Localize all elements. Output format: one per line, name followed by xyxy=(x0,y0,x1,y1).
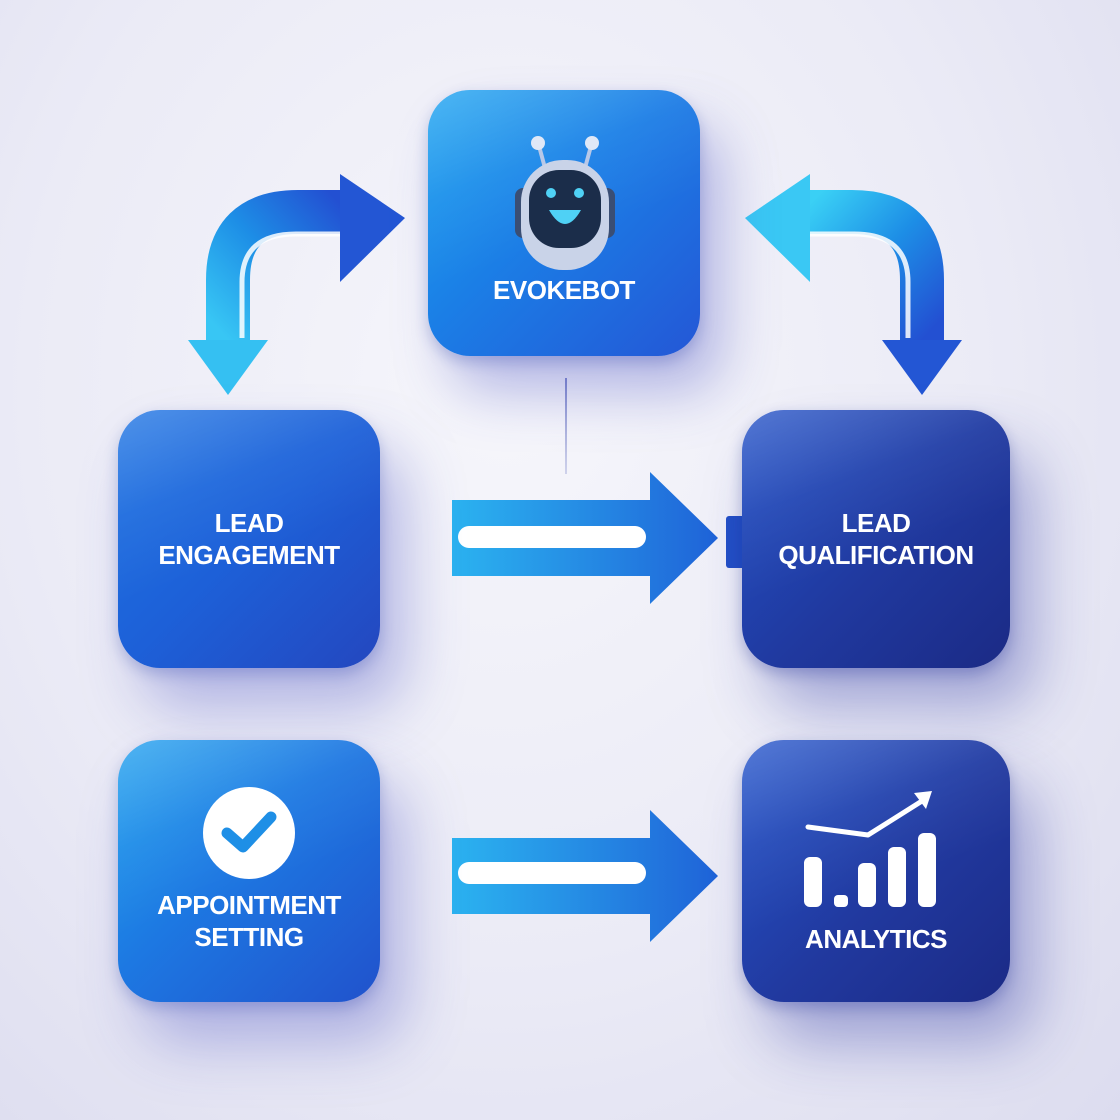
analytics-node[interactable]: ANALYTICS xyxy=(742,740,1010,1002)
straight-arrow-engagement-to-qualification xyxy=(452,472,718,604)
appointment-setting-node[interactable]: APPOINTMENT SETTING xyxy=(118,740,380,1002)
lead-qualification-label-line2: QUALIFICATION xyxy=(778,540,974,570)
appointment-setting-label-line2: SETTING xyxy=(194,922,304,952)
bot-connector-line xyxy=(565,378,567,474)
straight-arrow-appointment-to-analytics xyxy=(452,810,718,942)
curved-arrow-right xyxy=(745,174,962,395)
robot-icon xyxy=(515,136,615,270)
evokebot-node[interactable]: EVOKEBOT xyxy=(428,90,700,356)
bar-chart-trend-icon xyxy=(804,791,936,907)
lead-engagement-node[interactable]: LEAD ENGAGEMENT xyxy=(118,410,380,668)
lead-qualification-label-line1: LEAD xyxy=(841,508,911,538)
qualification-connector-tab xyxy=(726,516,746,568)
evokebot-label: EVOKEBOT xyxy=(493,275,635,305)
appointment-setting-label-line1: APPOINTMENT xyxy=(157,890,341,920)
lead-engagement-label-line2: ENGAGEMENT xyxy=(158,540,340,570)
lead-engagement-label-line1: LEAD xyxy=(214,508,284,538)
curved-arrow-left xyxy=(188,174,405,395)
lead-qualification-node[interactable]: LEAD QUALIFICATION xyxy=(742,410,1010,668)
analytics-label: ANALYTICS xyxy=(805,924,947,954)
checkmark-icon xyxy=(203,787,295,879)
